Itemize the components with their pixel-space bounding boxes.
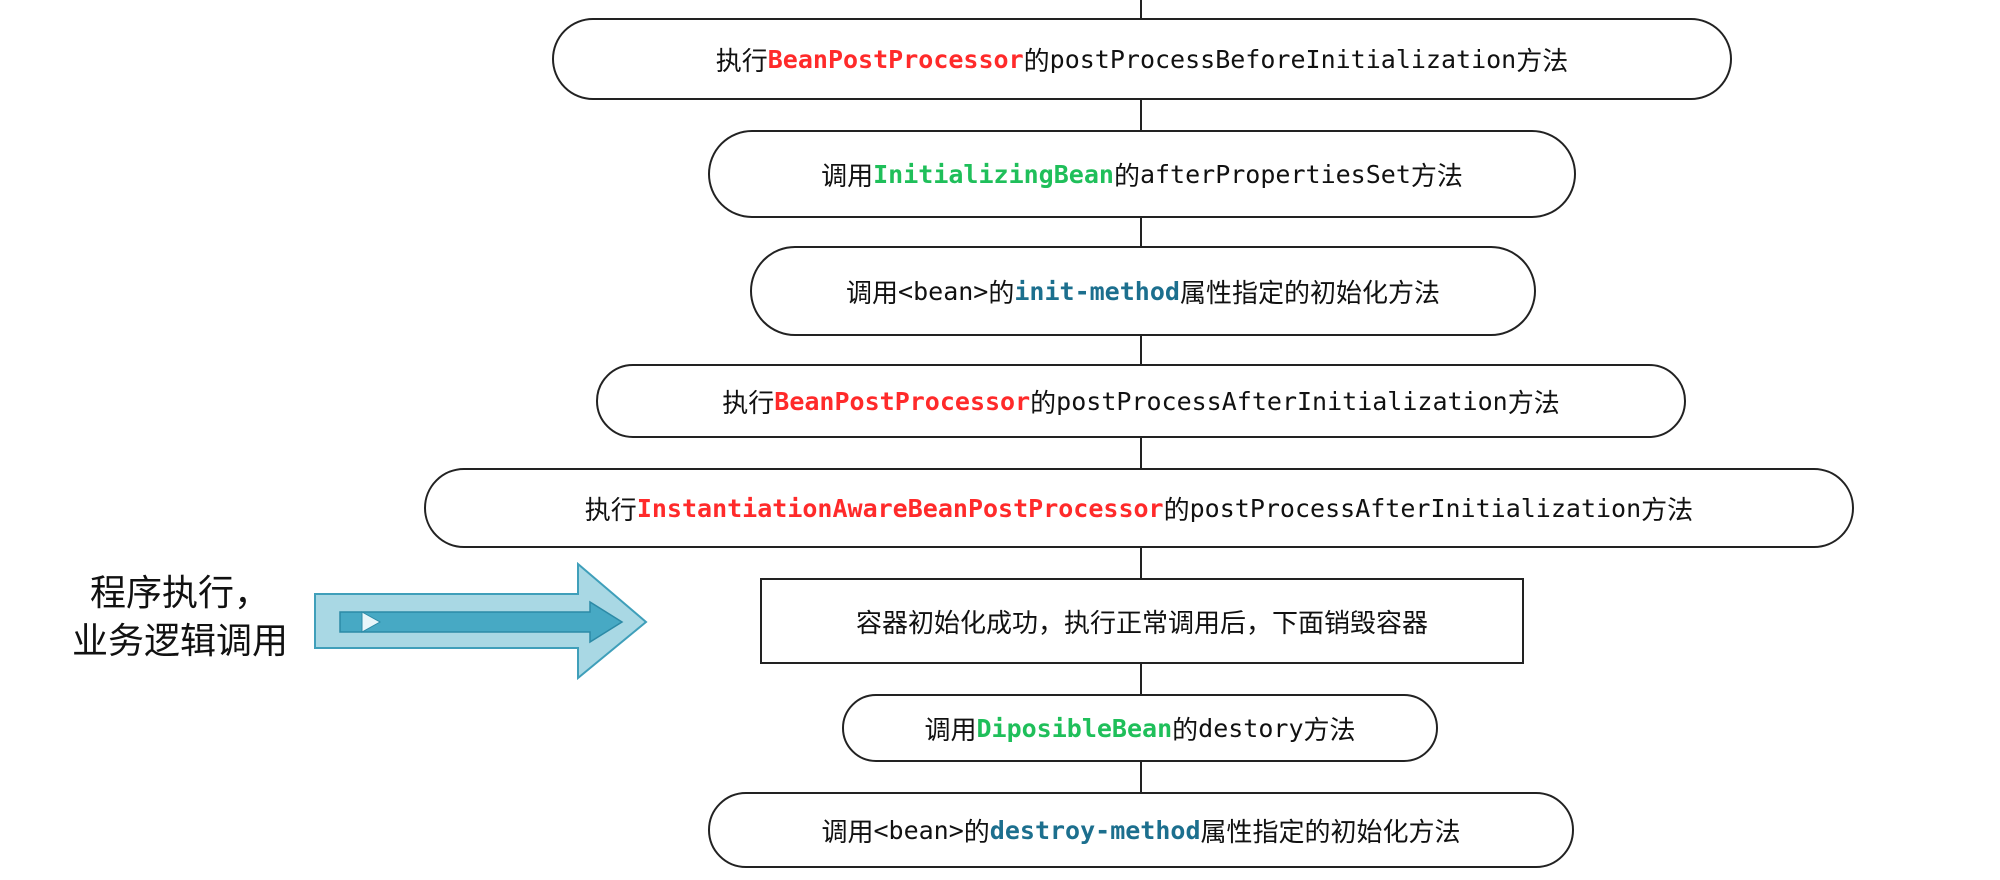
step-text: 调用	[821, 817, 874, 848]
step-method-name: afterPropertiesSet	[1139, 159, 1411, 189]
step-text: 调用	[846, 278, 899, 309]
step-text: 方法	[1303, 715, 1356, 746]
connector-top	[1140, 0, 1142, 18]
step-text: 方法	[1410, 161, 1463, 192]
step-text: 调用	[924, 715, 977, 746]
step-text: 的	[1030, 388, 1057, 419]
step-text: 的	[1172, 715, 1199, 746]
step-text: 的	[988, 278, 1015, 309]
arrow-inner-notch	[361, 611, 382, 633]
step-text: 调用	[821, 161, 874, 192]
right-arrow-icon	[314, 562, 648, 680]
step-container-ready: 容器初始化成功，执行正常调用后，下面销毁容器	[760, 578, 1524, 664]
step-method-name: postProcessAfterInitialization	[1056, 386, 1508, 416]
step-class-name: InstantiationAwareBeanPostProcessor	[636, 493, 1164, 523]
step-method-name: postProcessAfterInitialization	[1189, 493, 1642, 523]
step-text: 容器初始化成功，执行正常调用后，下面销毁容器	[855, 608, 1428, 639]
step-class-name: DiposibleBean	[976, 713, 1173, 743]
step-class-name: BeanPostProcessor	[767, 44, 1024, 74]
connector-3	[1140, 336, 1142, 364]
step-text: 执行	[584, 495, 637, 526]
connector-7	[1140, 762, 1142, 792]
step-class-name: InitializingBean	[873, 159, 1114, 189]
step-text: 方法	[1516, 46, 1569, 77]
step-text: 的	[963, 817, 990, 848]
step-text: 执行	[722, 388, 775, 419]
connector-5	[1140, 548, 1142, 578]
connector-6	[1140, 664, 1142, 694]
step-text: 方法	[1641, 495, 1694, 526]
connector-2	[1140, 218, 1142, 246]
step-text: 的	[1113, 161, 1140, 192]
business-logic-label-line1: 程序执行，	[89, 573, 270, 614]
business-logic-label-line2: 业务逻辑调用	[71, 621, 288, 662]
step-text: 属性指定的初始化方法	[1179, 278, 1440, 309]
connector-1	[1140, 100, 1142, 130]
step-attribute-name: destroy-method	[989, 815, 1201, 845]
arrow-inner-shape	[339, 600, 624, 644]
business-logic-label: 程序执行， 业务逻辑调用	[55, 570, 305, 666]
step-text: 的	[1023, 46, 1050, 77]
step-method-name: postProcessBeforeInitialization	[1049, 44, 1517, 74]
step-attribute-name: init-method	[1014, 276, 1180, 306]
step-text: 方法	[1507, 388, 1560, 419]
step-text: 的	[1163, 495, 1190, 526]
step-method-name: destory	[1198, 713, 1304, 743]
connector-4	[1140, 438, 1142, 468]
step-class-name: BeanPostProcessor	[774, 386, 1031, 416]
step-tag-name: <bean>	[873, 815, 964, 845]
step-text: 执行	[715, 46, 768, 77]
step-text: 属性指定的初始化方法	[1200, 817, 1461, 848]
step-tag-name: <bean>	[898, 276, 989, 306]
